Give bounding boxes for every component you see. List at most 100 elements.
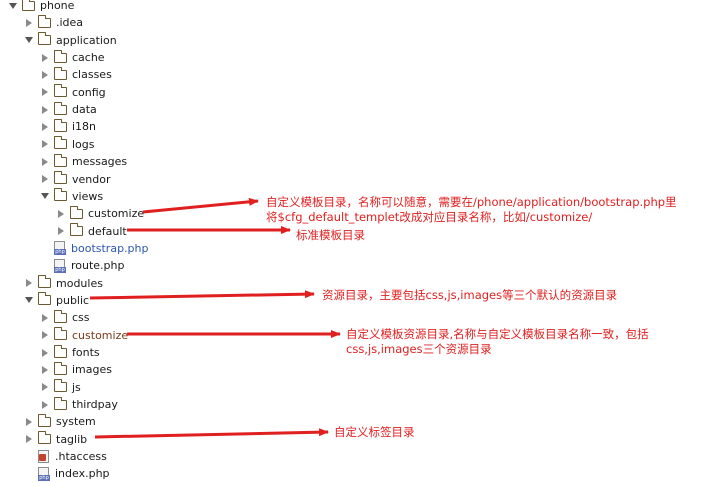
tree-item-label: public (56, 293, 90, 307)
folder-icon (54, 84, 67, 98)
chevron-down-icon[interactable] (40, 191, 50, 201)
tree-row-logs[interactable]: logs (40, 136, 95, 153)
chevron-right-icon[interactable] (40, 330, 50, 340)
no-expander (40, 261, 50, 271)
tree-item-label: config (72, 85, 106, 99)
folder-icon (38, 275, 51, 289)
folder-icon (70, 223, 83, 237)
folder-icon (54, 101, 67, 115)
tree-row-modules[interactable]: modules (24, 275, 103, 292)
collapsed-triangle-icon (26, 18, 32, 27)
folder-icon (54, 327, 67, 341)
chevron-right-icon[interactable] (40, 157, 50, 167)
chevron-right-icon[interactable] (40, 105, 50, 115)
tree-row-public[interactable]: public (24, 292, 89, 309)
tree-item-label: css (72, 311, 90, 325)
tree-row-customize[interactable]: customize (40, 327, 128, 344)
annotation-public-customize-line1: 自定义模板资源目录,名称与自定义模板目录名称一致，包括 (346, 327, 649, 341)
tree-item-label: default (88, 224, 127, 238)
collapsed-triangle-icon (42, 70, 48, 79)
expanded-triangle-icon (25, 297, 33, 304)
chevron-right-icon[interactable] (24, 278, 34, 288)
folder-icon (38, 413, 51, 427)
annotation-views-customize-line2: 将$cfg_default_templet改成对应目录名称，比如/customi… (266, 210, 593, 224)
tree-row-data[interactable]: data (40, 101, 97, 118)
chevron-right-icon[interactable] (40, 53, 50, 63)
tree-row-js[interactable]: js (40, 379, 81, 396)
annotation-views-customize-line1: 自定义模板目录，名称可以随意，需要在/phone/application/boo… (266, 195, 677, 209)
tree-row-views[interactable]: views (40, 188, 103, 205)
tree-row-idea[interactable]: .idea (24, 14, 83, 31)
php-badge-icon: php (54, 249, 66, 256)
collapsed-triangle-icon (42, 365, 48, 374)
tree-item-label: thirdpay (72, 398, 118, 412)
chevron-right-icon[interactable] (40, 174, 50, 184)
tree-row-thirdpay[interactable]: thirdpay (40, 396, 118, 413)
tree-item-label: customize (72, 328, 129, 342)
tree-item-label: .idea (56, 16, 84, 30)
tree-item-label: js (72, 380, 81, 394)
tree-row-vendor[interactable]: vendor (40, 171, 110, 188)
chevron-right-icon[interactable] (40, 348, 50, 358)
tree-row-messages[interactable]: messages (40, 153, 127, 170)
tree-row-phone[interactable]: phone (8, 0, 74, 14)
tree-row-htaccess[interactable]: .htaccess (24, 448, 107, 465)
tree-row-classes[interactable]: classes (40, 66, 112, 83)
tree-item-label: route.php (71, 259, 125, 273)
collapsed-triangle-icon (26, 279, 32, 288)
tree-row-css[interactable]: css (40, 309, 90, 326)
chevron-down-icon[interactable] (24, 35, 34, 45)
tree-row-taglib[interactable]: taglib (24, 431, 87, 448)
tree-item-label: bootstrap.php (71, 241, 149, 255)
folder-icon (38, 292, 51, 306)
collapsed-triangle-icon (42, 105, 48, 114)
tree-item-label: taglib (56, 432, 88, 446)
tree-item-label: customize (88, 207, 145, 221)
tree-row-cache[interactable]: cache (40, 49, 105, 66)
tree-item-label: logs (72, 137, 95, 151)
chevron-right-icon[interactable] (24, 18, 34, 28)
chevron-right-icon[interactable] (40, 70, 50, 80)
chevron-right-icon[interactable] (56, 226, 66, 236)
folder-icon (54, 136, 67, 150)
tree-item-label: system (56, 415, 96, 429)
tree-row-default[interactable]: default (56, 223, 127, 240)
chevron-right-icon[interactable] (40, 365, 50, 375)
tree-item-label: .htaccess (55, 450, 107, 464)
tree-row-bootstrap-php[interactable]: php bootstrap.php (40, 240, 148, 257)
tree-row-fonts[interactable]: fonts (40, 344, 100, 361)
tree-item-label: modules (56, 276, 103, 290)
chevron-right-icon[interactable] (40, 313, 50, 323)
chevron-right-icon[interactable] (40, 122, 50, 132)
annotation-views-default: 标准模板目录 (296, 228, 365, 242)
tree-item-label: classes (72, 68, 112, 82)
chevron-right-icon[interactable] (40, 382, 50, 392)
php-file-icon: php (54, 241, 66, 256)
tree-item-label: images (72, 363, 112, 377)
no-expander (24, 452, 34, 462)
chevron-right-icon[interactable] (24, 434, 34, 444)
tree-row-application[interactable]: application (24, 32, 117, 49)
folder-icon (54, 309, 67, 323)
folder-icon (54, 188, 67, 202)
chevron-right-icon[interactable] (24, 417, 34, 427)
chevron-down-icon[interactable] (24, 295, 34, 305)
collapsed-triangle-icon (42, 88, 48, 97)
chevron-down-icon[interactable] (8, 1, 18, 11)
annotation-public-customize: 自定义模板资源目录,名称与自定义模板目录名称一致，包括 css,js,image… (346, 327, 649, 357)
tree-row-config[interactable]: config (40, 84, 106, 101)
chevron-right-icon[interactable] (40, 139, 50, 149)
php-badge-icon: php (38, 474, 50, 481)
tree-item-label: fonts (72, 346, 100, 359)
chevron-right-icon[interactable] (56, 209, 66, 219)
chevron-right-icon[interactable] (40, 87, 50, 97)
tree-row-i18n[interactable]: i18n (40, 118, 96, 135)
tree-row-system[interactable]: system (24, 413, 96, 430)
chevron-right-icon[interactable] (40, 400, 50, 410)
tree-item-label: messages (72, 155, 128, 169)
tree-row-images[interactable]: images (40, 361, 112, 378)
tree-row-customize[interactable]: customize (56, 205, 144, 222)
tree-item-label: application (56, 33, 117, 47)
